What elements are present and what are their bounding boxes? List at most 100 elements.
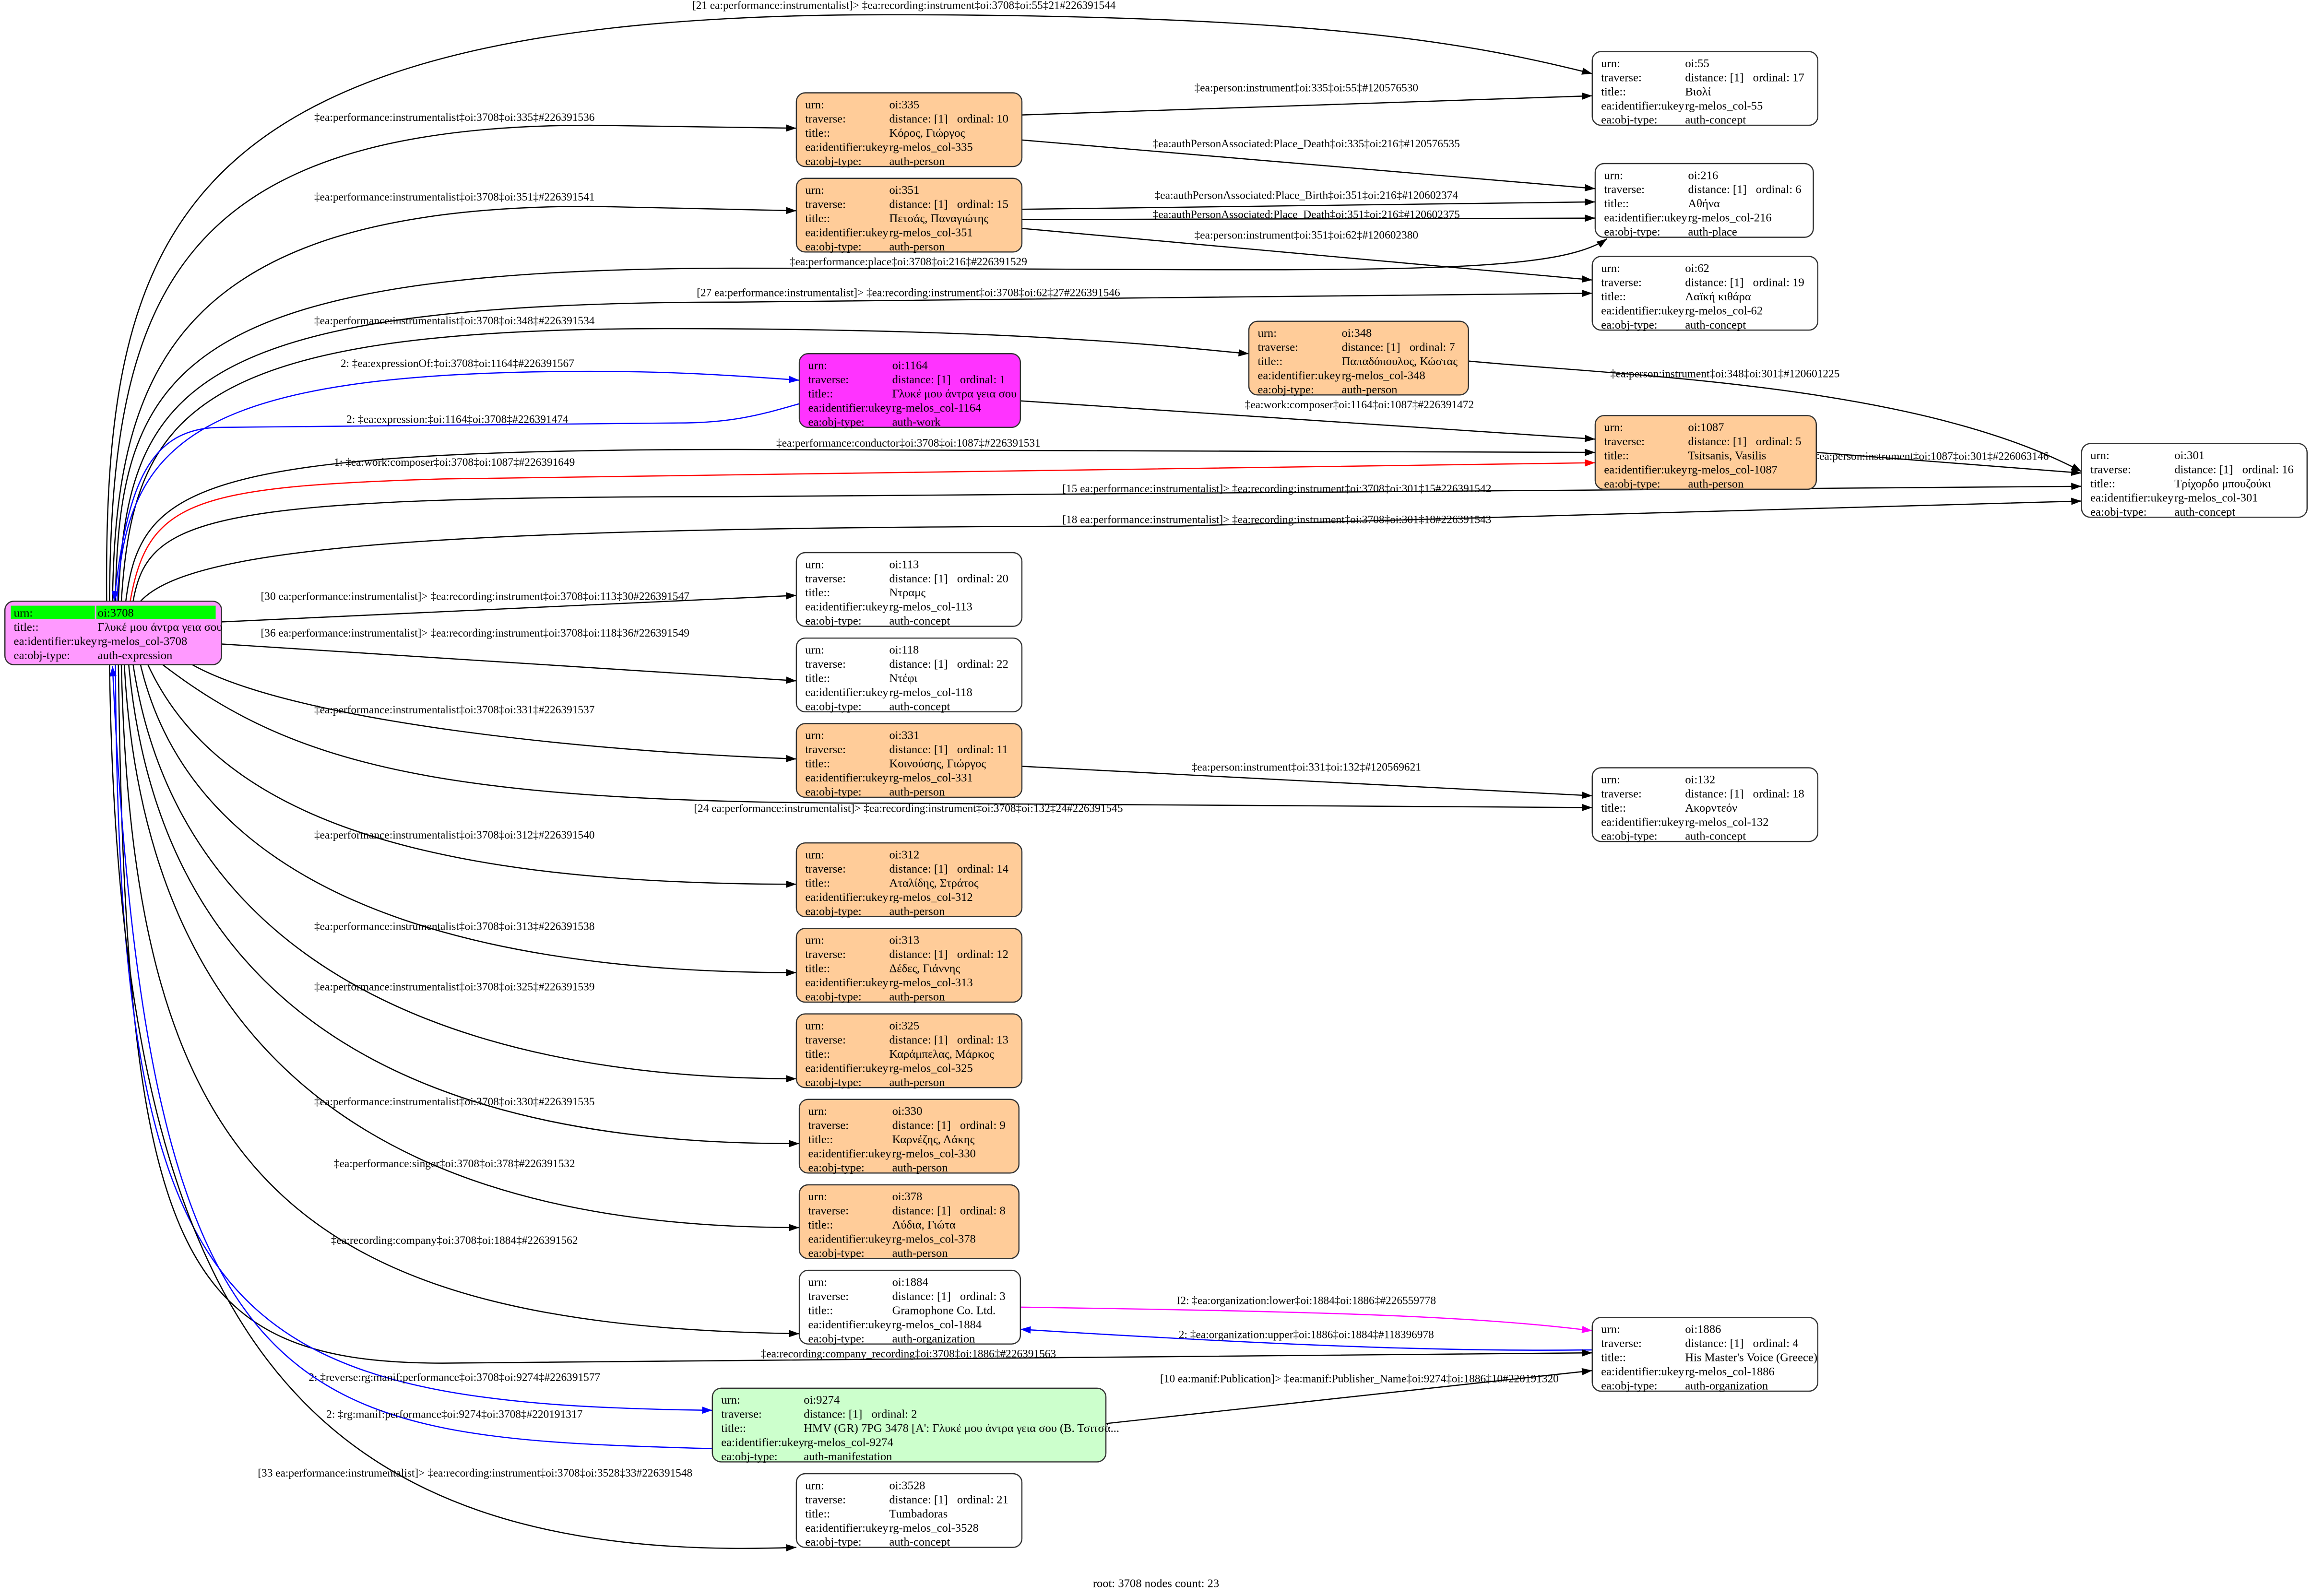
field-label-ukey: ea:identifier:ukey [805,1062,889,1075]
field-value-type: auth-person [889,240,945,253]
edge: [33 ea:performance:instrumentalist]> ‡ea… [109,664,796,1551]
field-value-ukey: rg-melos_col-325 [889,1062,972,1075]
node-box[interactable] [1591,51,1819,126]
node-box[interactable] [711,1387,1107,1463]
node-box[interactable] [795,92,1023,167]
node-box[interactable] [795,637,1023,713]
node-box[interactable] [1591,256,1819,331]
edge-label: ‡ea:person:instrument‡oi:351‡oi:62‡#1206… [1195,229,1419,242]
node-box[interactable] [1591,767,1819,842]
edge-label: ‡ea:authPersonAssociated:Place_Birth‡oi:… [1155,189,1458,202]
field-label-traverse: traverse: [805,658,846,671]
node-box[interactable] [798,1269,1021,1345]
field-label-type: ea:obj-type: [1601,830,1657,843]
node-box[interactable] [798,1099,1020,1174]
field-value-ukey: rg-melos_col-331 [889,771,972,784]
field-value-ukey: rg-melos_col-118 [889,686,972,699]
node-box[interactable] [1594,415,1817,490]
field-label-title: title:: [808,1218,833,1231]
field-label-ukey: ea:identifier:ukey [1604,463,1687,476]
edge: 2: ‡ea:expression:‡oi:1164‡oi:3708‡#2263… [111,403,800,602]
field-label-type: ea:obj-type: [805,240,861,253]
edge-line [120,664,800,1337]
field-value-ukey: rg-melos_col-1087 [1688,463,1778,476]
field-label-title: title:: [14,621,39,634]
field-value-traverse: distance: [1] [2174,463,2233,476]
node-box[interactable] [795,723,1023,798]
field-value-traverse: distance: [1] [1685,71,1743,84]
field-label-traverse: traverse: [1601,1337,1642,1350]
field-value-title: Tsitsanis, Vasilis [1688,449,1767,462]
field-label-urn: urn: [1604,421,1623,434]
field-value-ukey: rg-melos_col-351 [889,226,972,239]
node-box[interactable] [795,928,1023,1003]
field-label-ukey: ea:identifier:ukey [805,141,889,154]
field-label-type: ea:obj-type: [805,700,861,713]
edge-line [147,664,796,888]
node-box[interactable] [798,353,1021,428]
node-box[interactable] [795,842,1023,918]
edge: 2: ‡ea:organization:upper‡oi:1886‡oi:188… [1020,1326,1592,1351]
edge: [36 ea:performance:instrumentalist]> ‡ea… [221,627,797,684]
field-value-ordinal: ordinal: 2 [872,1408,917,1421]
field-label-urn: urn: [805,848,824,861]
node-box[interactable] [798,1184,1020,1259]
edge-line [132,664,796,1083]
node-box[interactable] [1248,320,1469,396]
field-label-urn: urn: [1601,773,1620,786]
node-box[interactable] [795,1473,1023,1548]
edge-line [118,290,1592,602]
edge-line [221,592,796,623]
edge: ‡ea:authPersonAssociated:Place_Death‡oi:… [1021,209,1595,222]
edge-label: ‡ea:performance:place‡oi:3708‡oi:216‡#22… [790,256,1027,268]
field-label-urn: urn: [808,1105,828,1118]
field-label-ukey: ea:identifier:ukey [808,1147,892,1160]
node-box[interactable] [1594,163,1814,238]
field-label-urn: urn: [1601,1323,1620,1336]
node-box[interactable] [795,1013,1023,1088]
node-box[interactable] [2081,443,2308,518]
field-value-ordinal: ordinal: 9 [960,1119,1006,1132]
field-label-traverse: traverse: [805,1033,846,1046]
node-box[interactable] [795,177,1023,253]
field-value-ordinal: ordinal: 22 [957,658,1008,671]
edge-label: ‡ea:person:instrument‡oi:335‡oi:55‡#1205… [1195,82,1419,94]
urn-highlight [96,605,216,619]
node-box[interactable] [1591,1317,1819,1392]
node-box[interactable] [795,552,1023,627]
field-value-ukey: rg-melos_col-62 [1685,304,1763,317]
field-value-traverse: distance: [1] [889,863,948,875]
edge-line [123,664,800,1231]
field-label-ukey: ea:identifier:ukey [805,891,889,904]
field-value-title: Αταλίδης, Στράτος [889,876,978,889]
edge-label: [21 ea:performance:instrumentalist]> ‡ea… [692,0,1116,12]
field-value-traverse: distance: [1] [889,1033,948,1046]
edge-label: ‡ea:performance:instrumentalist‡oi:3708‡… [314,981,594,993]
field-value-urn: oi:3528 [889,1479,925,1492]
field-value-traverse: distance: [1] [1685,787,1743,800]
field-value-ukey: rg-melos_col-330 [892,1147,976,1160]
